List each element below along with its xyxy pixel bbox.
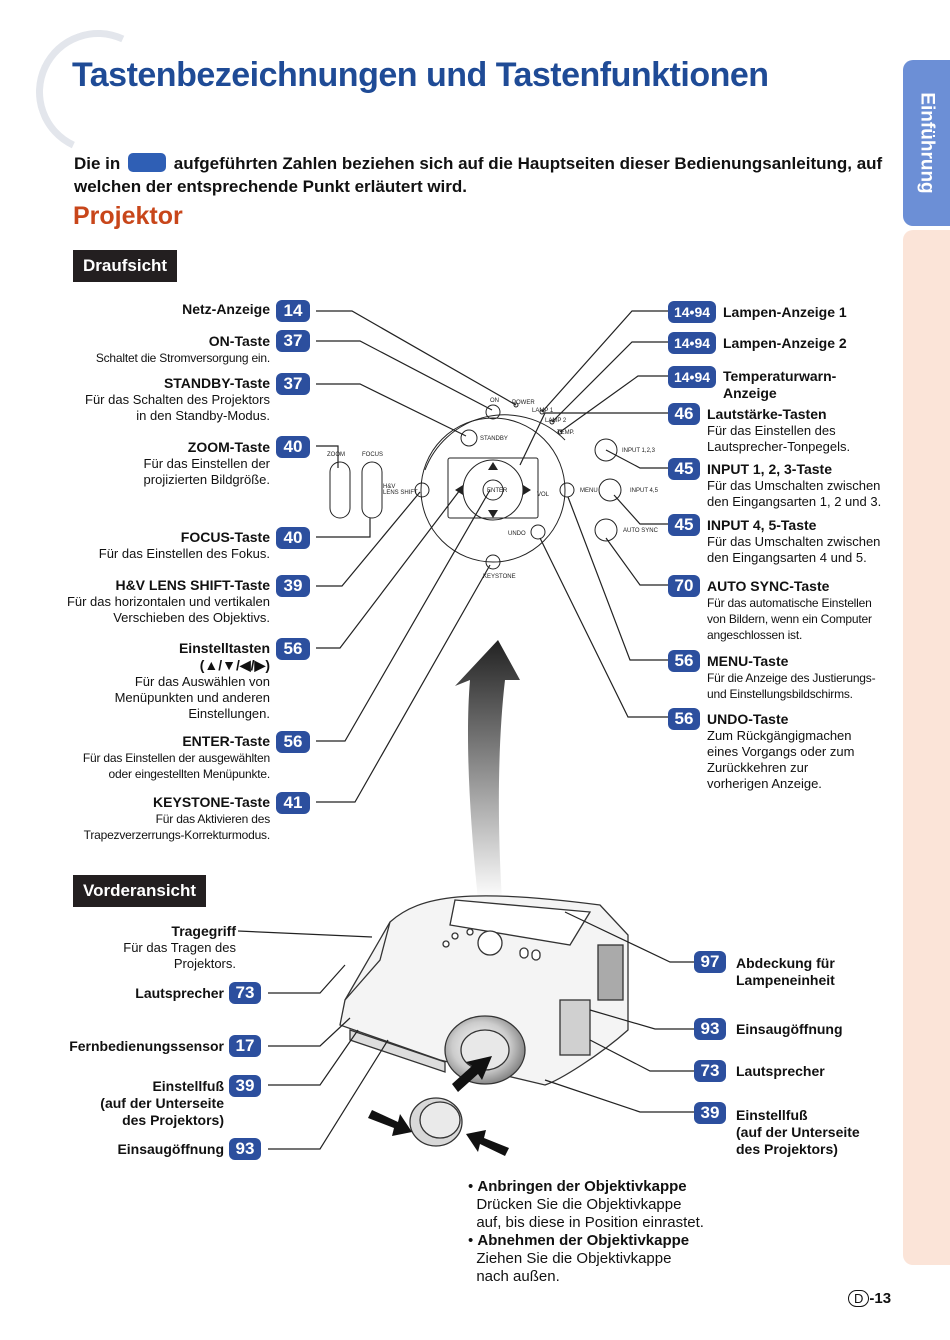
label-temperaturwarn: Temperaturwarn-Anzeige [723,368,837,401]
projector-front [339,895,629,1086]
intro-part1: Die in [74,154,121,173]
panel-standby: STANDBY [480,436,508,442]
label-lampen-anzeige-2: Lampen-Anzeige 2 [723,335,847,351]
section-title: Projektor [73,202,183,230]
page-badge-input45[interactable]: 45 [668,514,700,536]
note-attach: • Anbringen der Objektivkappe Drücken Si… [468,1178,704,1231]
panel-text: ON POWER LAMP 1 LAMP 2 TEMP. STANDBY ZOO… [327,398,659,580]
intro-text: Die in aufgeführten Zahlen beziehen sich… [74,152,894,198]
panel-zoom: ZOOM [327,452,345,458]
page-badge-einsaug-left[interactable]: 93 [229,1138,261,1160]
top-panel-arrows [455,462,531,518]
note-remove: • Abnehmen der Objektivkappe Ziehen Sie … [468,1232,690,1285]
label-lampen-anzeige-1: Lampen-Anzeige 1 [723,304,847,320]
top-panel [329,402,622,570]
panel-undo: UNDO [508,531,526,537]
front-view-label: Vorderansicht [73,875,207,907]
page-badge-focus[interactable]: 40 [276,527,310,549]
sidebar-strip [903,230,950,1265]
page-badge-keystone[interactable]: 41 [276,792,310,814]
panel-enter: ENTER [487,488,508,494]
page-badge-temp[interactable]: 14•94 [668,366,716,388]
push-arrows [368,1056,509,1156]
page-title: Tastenbezeichnungen und Tastenfunktionen [72,56,769,94]
lens-cap [409,1097,463,1147]
page-badge-einstellfuss-right[interactable]: 39 [694,1102,726,1124]
curved-arrow [455,640,520,900]
page-badge-autosync[interactable]: 70 [668,575,700,597]
panel-input45: INPUT 4,5 [630,488,659,494]
page-badge-lautsprecher-left[interactable]: 73 [229,982,261,1004]
panel-hv2: LENS SHIFT [383,490,418,496]
page-badge-input123[interactable]: 45 [668,458,700,480]
panel-autosync: AUTO SYNC [623,528,659,534]
lens-cap-notes: • Anbringen der Objektivkappe Drücken Si… [468,1178,768,1286]
page-badge-lautstaerke[interactable]: 46 [668,403,700,425]
page-number: D-13 [848,1290,891,1307]
page-badge-zoom[interactable]: 40 [276,436,310,458]
page-badge-lens-shift[interactable]: 39 [276,575,310,597]
panel-menu: MENU [580,488,598,494]
panel-vol: VOL [537,492,550,498]
label-lautsprecher-left: Lautsprecher [135,985,224,1001]
page-badge-einstellfuss-left[interactable]: 39 [229,1075,261,1097]
panel-keystone: KEYSTONE [483,574,516,580]
top-leader-lines [316,310,668,803]
intro-part2: aufgeführten Zahlen beziehen sich auf di… [74,154,883,196]
page-badge-abdeckung[interactable]: 97 [694,951,726,973]
page-badge-enter[interactable]: 56 [276,731,310,753]
page-badge-einstelltasten[interactable]: 56 [276,638,310,660]
page-badge-netz[interactable]: 14 [276,300,310,322]
page-badge-lautsprecher-right[interactable]: 73 [694,1060,726,1082]
panel-on: ON [490,398,499,404]
label-einsaugoeffnung-right: Einsaugöffnung [736,1021,843,1037]
panel-power: POWER [512,400,535,406]
label-einstelltasten: Einstelltasten(▲/▼/◀/▶)Für das Auswählen… [114,640,270,721]
page-badge-standby[interactable]: 37 [276,373,310,395]
top-view-label: Draufsicht [73,250,178,282]
page-number-value: -13 [869,1290,892,1307]
chapter-tab[interactable] [903,60,950,226]
panel-input123: INPUT 1,2,3 [622,448,656,454]
label-fernbedienungssensor: Fernbedienungssensor [69,1038,224,1054]
panel-temp: TEMP. [557,430,575,436]
page-badge-lamp2[interactable]: 14•94 [668,332,716,354]
front-leader-lines [237,911,694,1150]
page-badge-lamp1[interactable]: 14•94 [668,301,716,323]
page-prefix: D [848,1290,870,1307]
panel-lamp2: LAMP 2 [545,418,567,424]
page-badge-fernbedienung[interactable]: 17 [229,1035,261,1057]
label-netz-anzeige: Netz-Anzeige [182,301,270,317]
panel-hv1: H&V [383,484,395,490]
page-badge-on[interactable]: 37 [276,330,310,352]
page-badge-sample [128,153,167,172]
label-einsaugoeffnung-left: Einsaugöffnung [117,1141,224,1157]
panel-focus: FOCUS [362,452,383,458]
page-badge-einsaug-right[interactable]: 93 [694,1018,726,1040]
page-badge-undo[interactable]: 56 [668,708,700,730]
page-badge-menu[interactable]: 56 [668,650,700,672]
label-lautsprecher-right: Lautsprecher [736,1063,825,1079]
